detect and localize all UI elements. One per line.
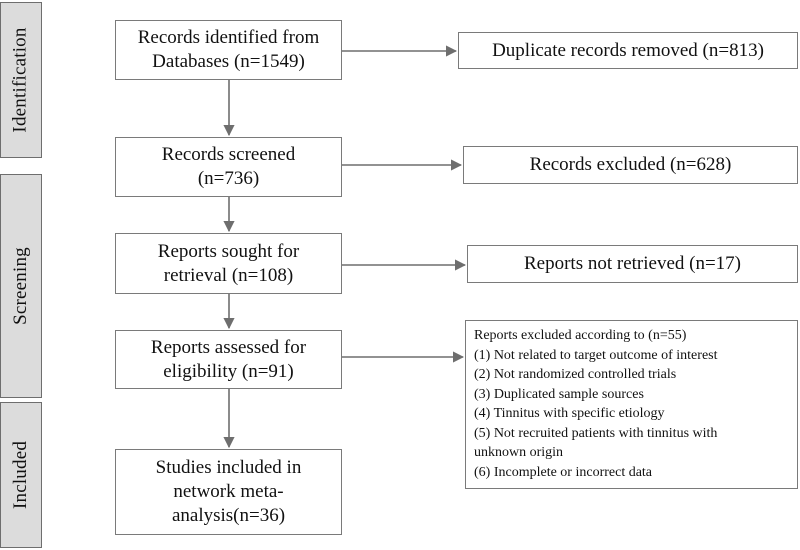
records-identified-box: Records identified from Databases (n=154…: [115, 20, 342, 80]
phase-included: Included: [0, 402, 42, 548]
phase-screening: Screening: [0, 174, 42, 398]
exclusion-reason-1: (1) Not related to target outcome of int…: [474, 347, 718, 363]
studies-included-box: Studies included in network meta- analys…: [115, 449, 342, 535]
phase-identification: Identification: [0, 2, 42, 158]
duplicates-removed-text: Duplicate records removed (n=813): [492, 39, 764, 61]
records-screened-box: Records screened (n=736): [115, 137, 342, 197]
reports-sought-text: Reports sought for retrieval (n=108): [157, 240, 300, 286]
reports-not-retrieved-text: Reports not retrieved (n=17): [523, 253, 741, 274]
studies-included-text: Studies included in network meta- analys…: [155, 457, 302, 526]
exclusion-reason-6: (6) Incomplete or incorrect data: [474, 464, 653, 480]
exclusion-reason-3: (3) Duplicated sample sources: [474, 386, 644, 402]
exclusion-reasons-box: Reports excluded according to (n=55) (1)…: [465, 320, 798, 489]
reports-assessed-box: Reports assessed for eligibility (n=91): [115, 330, 342, 389]
records-identified-text: Records identified from Databases (n=154…: [137, 27, 320, 72]
exclusion-reason-4: (4) Tinnitus with specific etiology: [474, 406, 665, 421]
reports-not-retrieved-box: Reports not retrieved (n=17): [467, 245, 798, 283]
records-excluded-text: Records excluded (n=628): [529, 154, 732, 175]
reports-sought-box: Reports sought for retrieval (n=108): [115, 233, 342, 294]
exclusion-reason-2: (2) Not randomized controlled trials: [474, 367, 677, 382]
reports-assessed-text: Reports assessed for eligibility (n=91): [150, 336, 307, 382]
exclusion-reason-5: (5) Not recruited patients with tinnitus…: [474, 425, 718, 461]
exclusion-reasons-header: Reports excluded according to (n=55): [474, 328, 687, 343]
records-excluded-box: Records excluded (n=628): [463, 146, 798, 184]
duplicates-removed-box: Duplicate records removed (n=813): [458, 32, 798, 69]
records-screened-text: Records screened (n=736): [161, 144, 296, 189]
